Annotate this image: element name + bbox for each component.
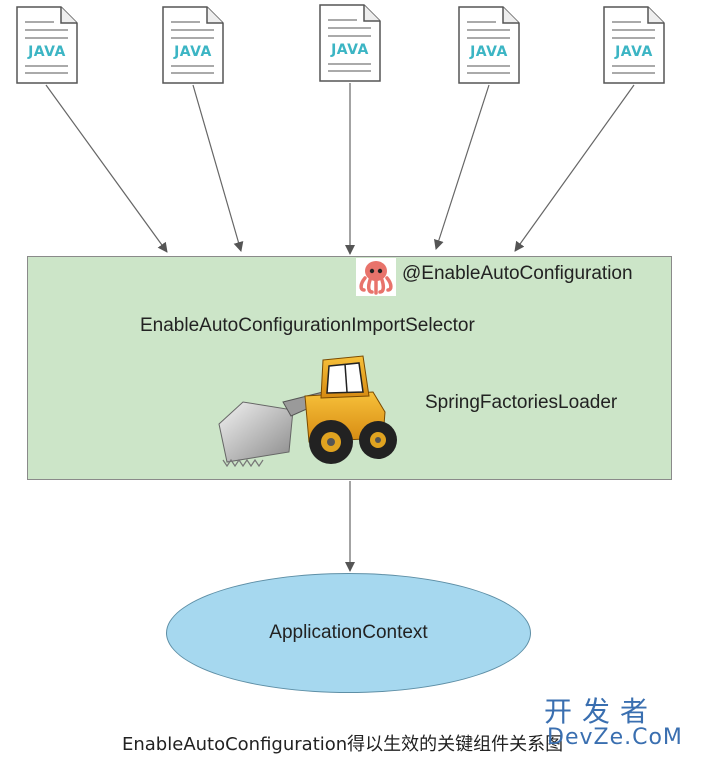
application-context-node: ApplicationContext (166, 573, 531, 693)
java-file-icon: JAVA (16, 6, 78, 84)
arrow-java-1 (45, 84, 168, 253)
arrow-java-2 (192, 84, 244, 252)
wheel-loader-icon (213, 352, 398, 475)
java-file-label: JAVA (331, 42, 369, 58)
java-file-label: JAVA (28, 44, 66, 60)
java-file-label: JAVA (174, 44, 212, 60)
annotation-label: @EnableAutoConfiguration (402, 263, 633, 284)
java-file-icon: JAVA (603, 6, 665, 84)
factories-loader-label: SpringFactoriesLoader (425, 392, 618, 413)
application-context-label: ApplicationContext (269, 622, 428, 643)
java-file-label: JAVA (470, 44, 508, 60)
diagram-caption: EnableAutoConfiguration得以生效的关键组件关系图 (122, 734, 564, 755)
octopus-icon (356, 258, 396, 296)
watermark-cn: 开发者 (544, 695, 659, 728)
java-file-icon: JAVA (319, 4, 381, 82)
watermark-en: DevZe.CoM (547, 725, 683, 750)
import-selector-label: EnableAutoConfigurationImportSelector (140, 315, 475, 336)
arrow-java-5 (514, 84, 635, 252)
java-file-icon: JAVA (162, 6, 224, 84)
java-file-icon: JAVA (458, 6, 520, 84)
arrow-java-4 (434, 84, 490, 250)
java-file-label: JAVA (615, 44, 653, 60)
